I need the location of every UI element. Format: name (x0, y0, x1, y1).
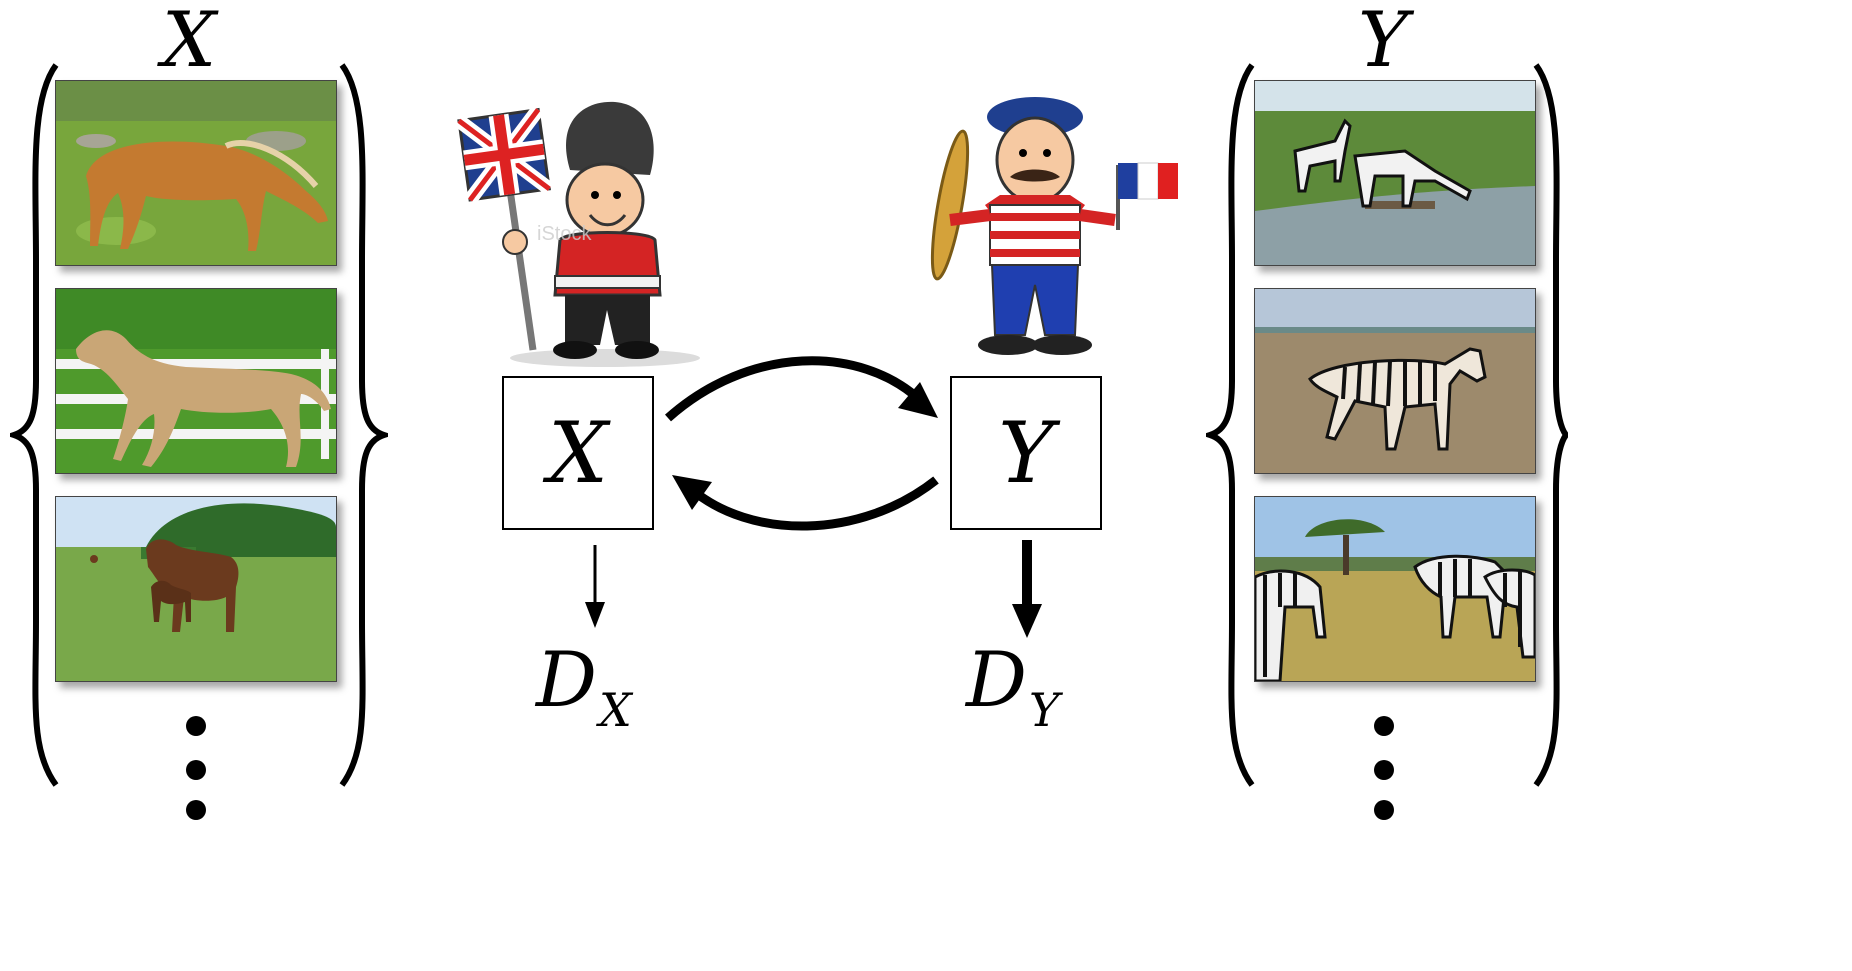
horse-photo (55, 496, 337, 682)
discriminator-x-symbol: D (536, 635, 597, 724)
more-items-dot (186, 760, 206, 780)
domain-y-label: Y (998, 404, 1054, 502)
discriminator-y-symbol: D (966, 635, 1027, 724)
right-brace-icon (1533, 63, 1568, 787)
more-items-dot (1374, 716, 1394, 736)
discriminator-y-subscript: Y (1028, 683, 1060, 737)
mapping-f-arrowhead (672, 475, 712, 510)
left-brace-icon (1206, 63, 1255, 787)
british-guard-cartoon-icon: iStock (455, 101, 700, 367)
domain-x-box: X (502, 376, 654, 530)
set-y-title: Y (1358, 0, 1409, 84)
left-brace-icon (10, 63, 59, 787)
mapping-f-arrow (687, 476, 939, 531)
right-brace-icon (339, 63, 388, 787)
discriminator-y-arrowhead (1012, 604, 1042, 638)
more-items-dot (1374, 760, 1394, 780)
discriminator-x-label: DX (536, 642, 632, 734)
discriminator-x-arrowhead (585, 602, 605, 628)
zebra-photo (1254, 496, 1536, 682)
mapping-g-arrowhead (898, 382, 938, 418)
zebra-photo (1254, 288, 1536, 474)
watermark-text: iStock (537, 223, 592, 245)
french-man-cartoon-icon (930, 97, 1178, 355)
more-items-dot (186, 800, 206, 820)
domain-y-box: Y (950, 376, 1102, 530)
domain-x-label: X (548, 404, 608, 502)
discriminator-x-subscript: X (598, 683, 632, 737)
horse-photo (55, 80, 337, 266)
set-x-title: X (162, 0, 217, 84)
more-items-dot (1374, 800, 1394, 820)
zebra-photo (1254, 80, 1536, 266)
more-items-dot (186, 716, 206, 736)
discriminator-y-label: DY (966, 642, 1059, 734)
horse-photo (55, 288, 337, 474)
mapping-g-arrow (665, 356, 924, 422)
